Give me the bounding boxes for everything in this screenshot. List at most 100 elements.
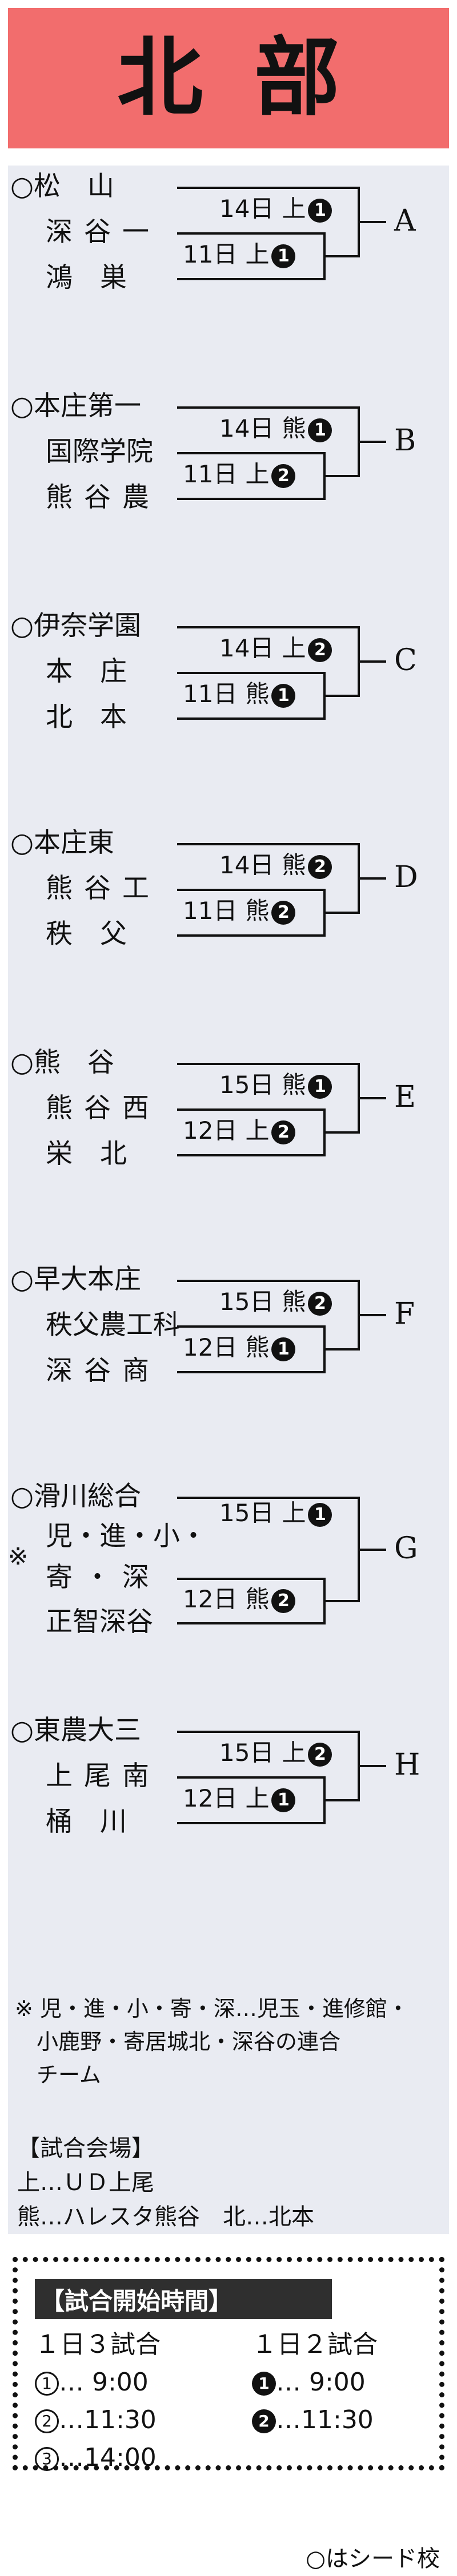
- bracket-line: [358, 660, 386, 663]
- bracket-line: [177, 1280, 360, 1282]
- match-day: 15日: [219, 1071, 274, 1099]
- bracket-line: [177, 1822, 326, 1824]
- note-mark: ※: [8, 1542, 29, 1570]
- region-title: 北部: [117, 29, 391, 128]
- bracket-line: [358, 221, 386, 223]
- bracket-line: [323, 1799, 360, 1801]
- footnote-line: ※ 児・進・小・寄・深…児玉・進修館・: [15, 1996, 409, 2021]
- match-number: 1: [271, 683, 296, 708]
- match-number: 2: [271, 900, 296, 925]
- bracket-line: [323, 255, 360, 257]
- team-name: 寄・深: [46, 1562, 161, 1593]
- team-name: 北本: [46, 702, 154, 733]
- white-circle-number: 2: [35, 2409, 59, 2433]
- seeded-team: ○熊 谷: [10, 1047, 115, 1078]
- bracket-line: [177, 626, 360, 628]
- match-venue: 熊: [282, 1288, 306, 1316]
- seeded-team: ○東農大三: [10, 1715, 142, 1746]
- bracket-line: [177, 1497, 360, 1499]
- start-time-box: 【試合開始時間】 １日３試合 1… 9:00 2…11:30 3…14:00 １…: [13, 2257, 444, 2472]
- match-number: 2: [308, 854, 332, 879]
- seeded-team: ○早大本庄: [10, 1264, 142, 1295]
- footnote-line: チーム: [15, 2062, 101, 2087]
- team-name: 上尾南: [46, 1760, 161, 1792]
- match-number: 1: [308, 418, 332, 442]
- time-value: …11:30: [59, 2405, 157, 2434]
- match-venue: 上: [282, 195, 306, 223]
- two-game-schedule: １日２試合 1… 9:00 2…11:30: [252, 2326, 378, 2439]
- match-venue: 上: [245, 240, 270, 268]
- white-circle-number: 1: [35, 2372, 59, 2396]
- bracket-line: [177, 278, 326, 280]
- bracket-line: [177, 889, 326, 891]
- venue-title: 【試合会場】: [17, 2135, 154, 2162]
- bracket-line: [177, 1154, 326, 1156]
- venue-line: 上…ＵＤ上尾: [17, 2170, 154, 2196]
- bracket-panel: [8, 166, 449, 2234]
- match-venue: 上: [245, 1116, 270, 1144]
- bracket-line: [177, 232, 326, 235]
- match-venue: 熊: [282, 414, 306, 442]
- block-label: B: [394, 424, 416, 458]
- match-day: 14日: [219, 851, 274, 879]
- time-value: … 9:00: [59, 2368, 149, 2397]
- footnote: ※ 児・進・小・寄・深…児玉・進修館・ 小鹿野・寄居城北・深谷の連合 チーム: [15, 1992, 438, 2091]
- team-name: 栄北: [46, 1138, 154, 1170]
- bracket-line: [177, 1578, 326, 1580]
- time-row: 3…14:00: [35, 2439, 161, 2477]
- bracket-line: [177, 1325, 326, 1328]
- seeded-team: ○本庄東: [10, 827, 115, 858]
- block-label: D: [394, 860, 418, 894]
- three-game-schedule: １日３試合 1… 9:00 2…11:30 3…14:00: [35, 2326, 161, 2477]
- block-label: A: [394, 204, 416, 238]
- block-label: C: [394, 643, 417, 678]
- match-venue: 熊: [282, 1071, 306, 1099]
- time-value: … 9:00: [276, 2368, 366, 2397]
- bracket-line: [177, 1776, 326, 1779]
- match-day: 15日: [219, 1288, 274, 1316]
- bracket-line: [177, 406, 360, 409]
- match-day: 11日: [183, 240, 238, 268]
- match-day: 14日: [219, 634, 274, 662]
- bracket-line: [177, 1063, 360, 1065]
- start-time-title: 【試合開始時間】: [35, 2279, 332, 2319]
- match-number: 1: [271, 244, 296, 268]
- seeded-team: ○本庄第一: [10, 390, 142, 422]
- match-number: 1: [271, 1337, 296, 1361]
- bracket-line: [177, 672, 326, 674]
- team-name: 児・進・小・: [46, 1521, 207, 1552]
- seeded-team: ○松 山: [10, 171, 115, 202]
- bracket-line: [358, 1548, 386, 1551]
- bracket-line: [177, 187, 360, 189]
- match-day: 12日: [183, 1333, 238, 1361]
- match-day: 12日: [183, 1784, 238, 1812]
- bracket-line: [177, 843, 360, 845]
- match-day: 15日: [219, 1739, 274, 1767]
- team-name: 熊谷農: [46, 482, 161, 513]
- venue-info: 【試合会場】 上…ＵＤ上尾 熊…ハレスタ熊谷 北…北本: [17, 2131, 440, 2234]
- match-venue: 上: [245, 1784, 270, 1812]
- match-venue: 上: [282, 1499, 306, 1527]
- team-name: 鴻巣: [46, 262, 154, 293]
- match-day: 11日: [183, 680, 238, 708]
- match-venue: 上: [282, 634, 306, 662]
- bracket-line: [358, 877, 386, 880]
- block-label: E: [394, 1080, 416, 1114]
- time-row: 1… 9:00: [35, 2364, 161, 2401]
- match-venue: 熊: [282, 851, 306, 879]
- block-label: H: [394, 1748, 420, 1782]
- team-name: 深谷一: [46, 216, 161, 248]
- match-day: 14日: [219, 195, 274, 223]
- time-row: 1… 9:00: [252, 2364, 378, 2401]
- bracket-line: [177, 934, 326, 937]
- black-circle-number: 1: [252, 2372, 276, 2396]
